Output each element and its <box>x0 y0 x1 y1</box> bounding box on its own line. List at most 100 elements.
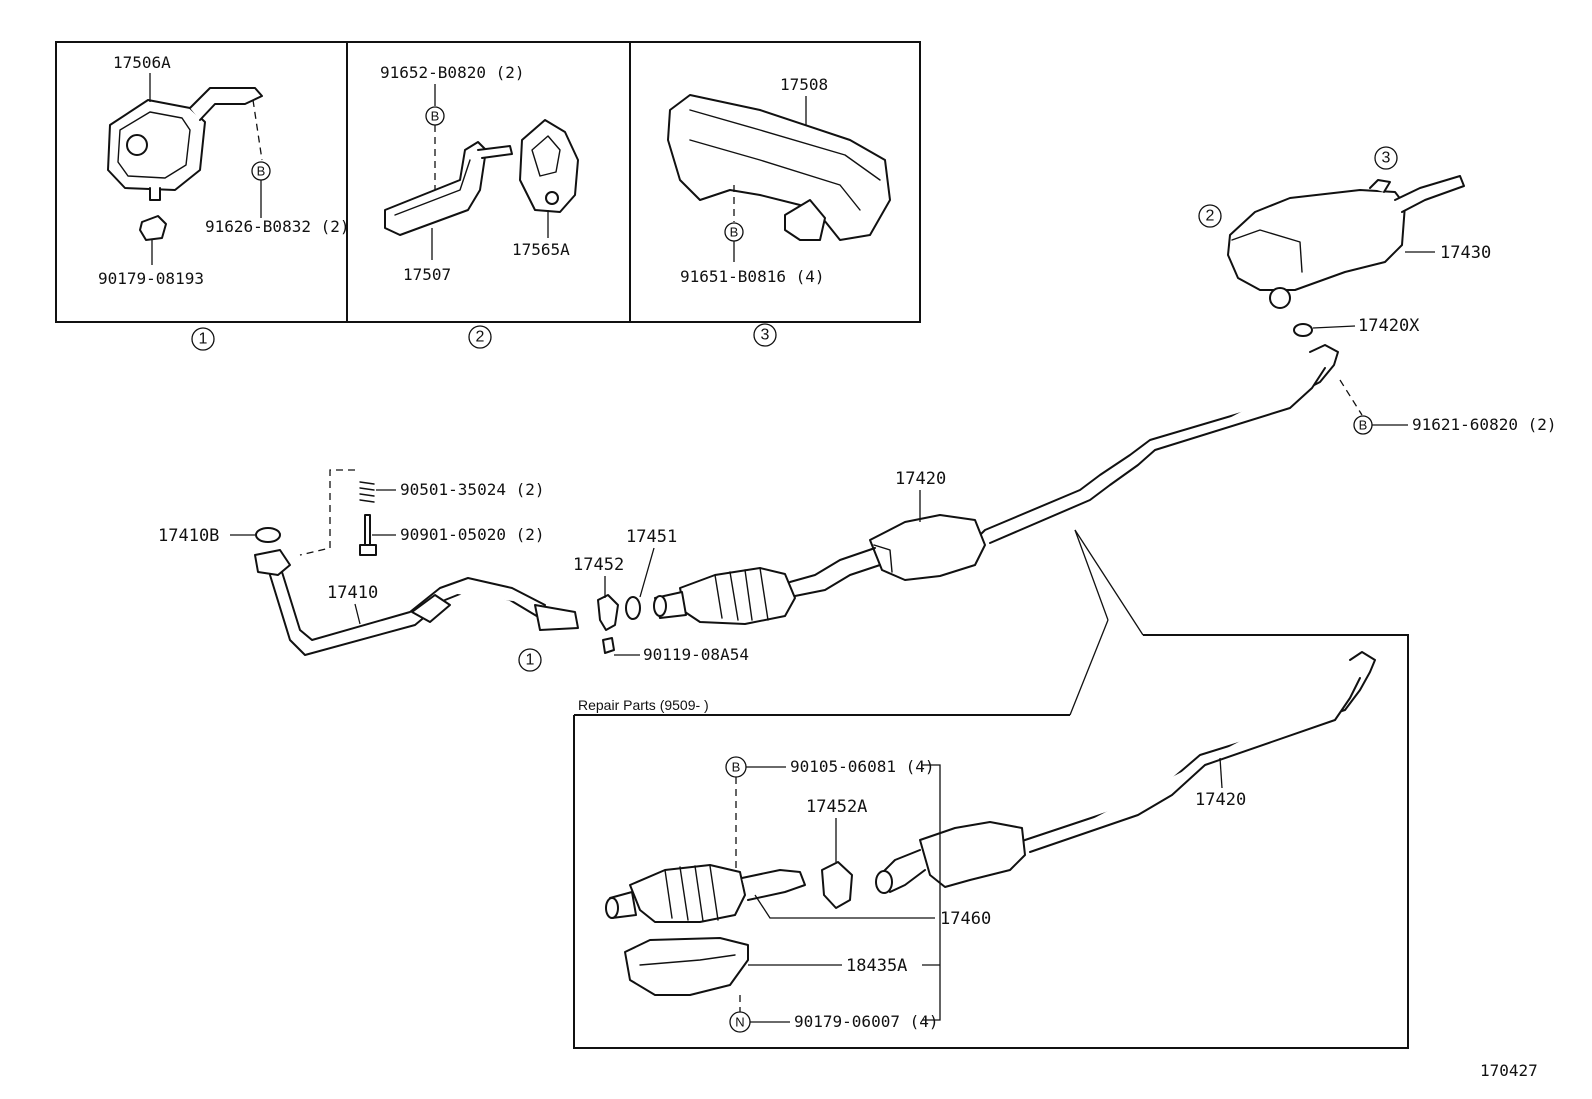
repair-parts-box: Repair Parts (9509- ) 17420 17452A B 901… <box>573 634 1409 1049</box>
label-17452: 17452 <box>573 555 624 575</box>
label-17508: 17508 <box>780 75 828 94</box>
repair-inlet-flange <box>875 870 893 894</box>
leader-repair-17420 <box>1219 757 1223 789</box>
main-assembly: 3 2 17430 17420X B 91621-60820 (2) 17420 <box>158 146 1557 672</box>
front-pipe-17410-lower <box>281 571 546 641</box>
label-90501: 90501-35024 (2) <box>400 480 545 499</box>
diagram-id: 170427 <box>1480 1061 1538 1080</box>
catalytic-converter-flange <box>653 595 667 617</box>
center-muffler-inlet-edge <box>873 544 893 573</box>
repair-center-muffler <box>919 821 1026 888</box>
label-90119: 90119-08A54 <box>643 645 749 664</box>
label-90901: 90901-05020 (2) <box>400 525 545 544</box>
callout-b-main-letter: B <box>1359 418 1368 433</box>
inset-number-2 <box>468 325 492 349</box>
inset-3: 17508 B 91651-B0816 (4) <box>667 75 891 286</box>
label-90179-06007: 90179-06007 (4) <box>794 1012 939 1031</box>
hanger-rubber-inner <box>117 111 191 179</box>
label-91621: 91621-60820 (2) <box>1412 415 1557 434</box>
rubber-17565a-hole <box>531 135 561 177</box>
callout-n-repair-letter: N <box>735 1015 744 1030</box>
label-91651: 91651-B0816 (4) <box>680 267 825 286</box>
muffler-circle-3-text: 3 <box>1382 150 1391 167</box>
hanger-hole <box>126 134 148 156</box>
front-pipe-circle-1-text: 1 <box>526 652 535 669</box>
label-17430: 17430 <box>1440 243 1491 263</box>
inset-number-1-text: 1 <box>199 331 208 348</box>
leader-dash-b-1 <box>252 99 263 161</box>
leader-dash-front-flange <box>299 469 355 556</box>
inset-number-3 <box>753 323 777 347</box>
tail-muffler-end <box>1231 229 1303 273</box>
gasket-17420x <box>1293 323 1313 337</box>
gasket-17451 <box>625 596 641 620</box>
gasket-17410b <box>255 527 281 543</box>
repair-center-pipe-lower <box>1029 677 1361 853</box>
tail-muffler-bracket <box>1369 179 1391 193</box>
hanger-bracket-arm <box>189 87 263 121</box>
muffler-circle-3 <box>1374 146 1398 170</box>
bracket-17507-rod <box>477 145 513 159</box>
insulator-18435a <box>624 937 749 996</box>
front-pipe-bracket <box>411 594 451 623</box>
inset-frames <box>55 41 921 323</box>
label-17565a: 17565A <box>512 240 570 259</box>
nut-90179-08193 <box>139 215 167 241</box>
bolt-90901-head <box>359 544 377 556</box>
inset-numbers: 1 2 3 <box>191 323 777 351</box>
spring-90501 <box>359 481 375 503</box>
label-17410: 17410 <box>327 583 378 603</box>
inset-2: 91652-B0820 (2) B 17507 17565A <box>380 63 579 284</box>
zoom-line-1 <box>1074 529 1109 621</box>
label-91652: 91652-B0820 (2) <box>380 63 525 82</box>
zoom-callout <box>1069 529 1144 716</box>
bracket-17508-ridge-2 <box>689 139 861 211</box>
bolt-90119 <box>602 637 615 654</box>
hanger-stud <box>149 187 161 201</box>
tail-pipe <box>1394 175 1465 213</box>
label-17420: 17420 <box>895 469 946 489</box>
muffler-circle-2-text: 2 <box>1206 208 1215 225</box>
inset-1: 17506A B 91626-B0832 (2) 90179-08193 <box>98 53 350 288</box>
callout-b-repair-letter: B <box>732 760 741 775</box>
center-pipe-link-lower <box>794 564 881 597</box>
rubber-17565a <box>519 119 579 213</box>
clamp-17452 <box>597 594 619 631</box>
callout-b-inset2-letter: B <box>431 109 440 124</box>
rubber-17565a-hole-2 <box>545 191 559 205</box>
label-17420x: 17420X <box>1358 316 1420 336</box>
callout-b-inset3-letter: B <box>730 225 739 240</box>
tail-muffler-inlet <box>1269 287 1291 309</box>
converter-17460-flange <box>605 897 619 919</box>
leader-17420x <box>1312 325 1356 329</box>
front-pipe-circle-1 <box>518 648 542 672</box>
bracket-17507-edge <box>394 159 471 216</box>
bracket-17508 <box>667 94 891 241</box>
bracket-17507 <box>384 141 487 236</box>
center-pipe-17420-lower <box>989 367 1326 544</box>
label-17452a: 17452A <box>806 797 867 817</box>
label-17460: 17460 <box>940 909 991 929</box>
bracket-17508-rubber <box>784 199 826 241</box>
tail-muffler-17430 <box>1227 189 1406 291</box>
repair-parts-frame <box>573 634 1409 1049</box>
label-90105: 90105-06081 (4) <box>790 757 935 776</box>
bolt-90901-shank <box>364 514 371 546</box>
leader-dash-b-main <box>1339 379 1363 416</box>
inset-number-3-text: 3 <box>761 327 770 344</box>
repair-parts-title: Repair Parts (9509- ) <box>578 697 709 713</box>
center-muffler-17420 <box>869 514 986 581</box>
label-90179-08193: 90179-08193 <box>98 269 204 288</box>
insulator-18435a-ridge <box>639 954 736 966</box>
center-pipe-link-upper <box>789 547 876 583</box>
repair-center-pipe-upper <box>1014 651 1376 846</box>
converter-17460-outlet <box>741 869 806 901</box>
label-18435a: 18435A <box>846 956 907 976</box>
front-pipe-flange <box>254 549 291 576</box>
label-repair-17420: 17420 <box>1195 790 1246 810</box>
label-17506a: 17506A <box>113 53 171 72</box>
label-17451: 17451 <box>626 527 677 547</box>
zoom-line-2 <box>1069 619 1109 716</box>
center-pipe-17420-upper <box>974 344 1339 541</box>
